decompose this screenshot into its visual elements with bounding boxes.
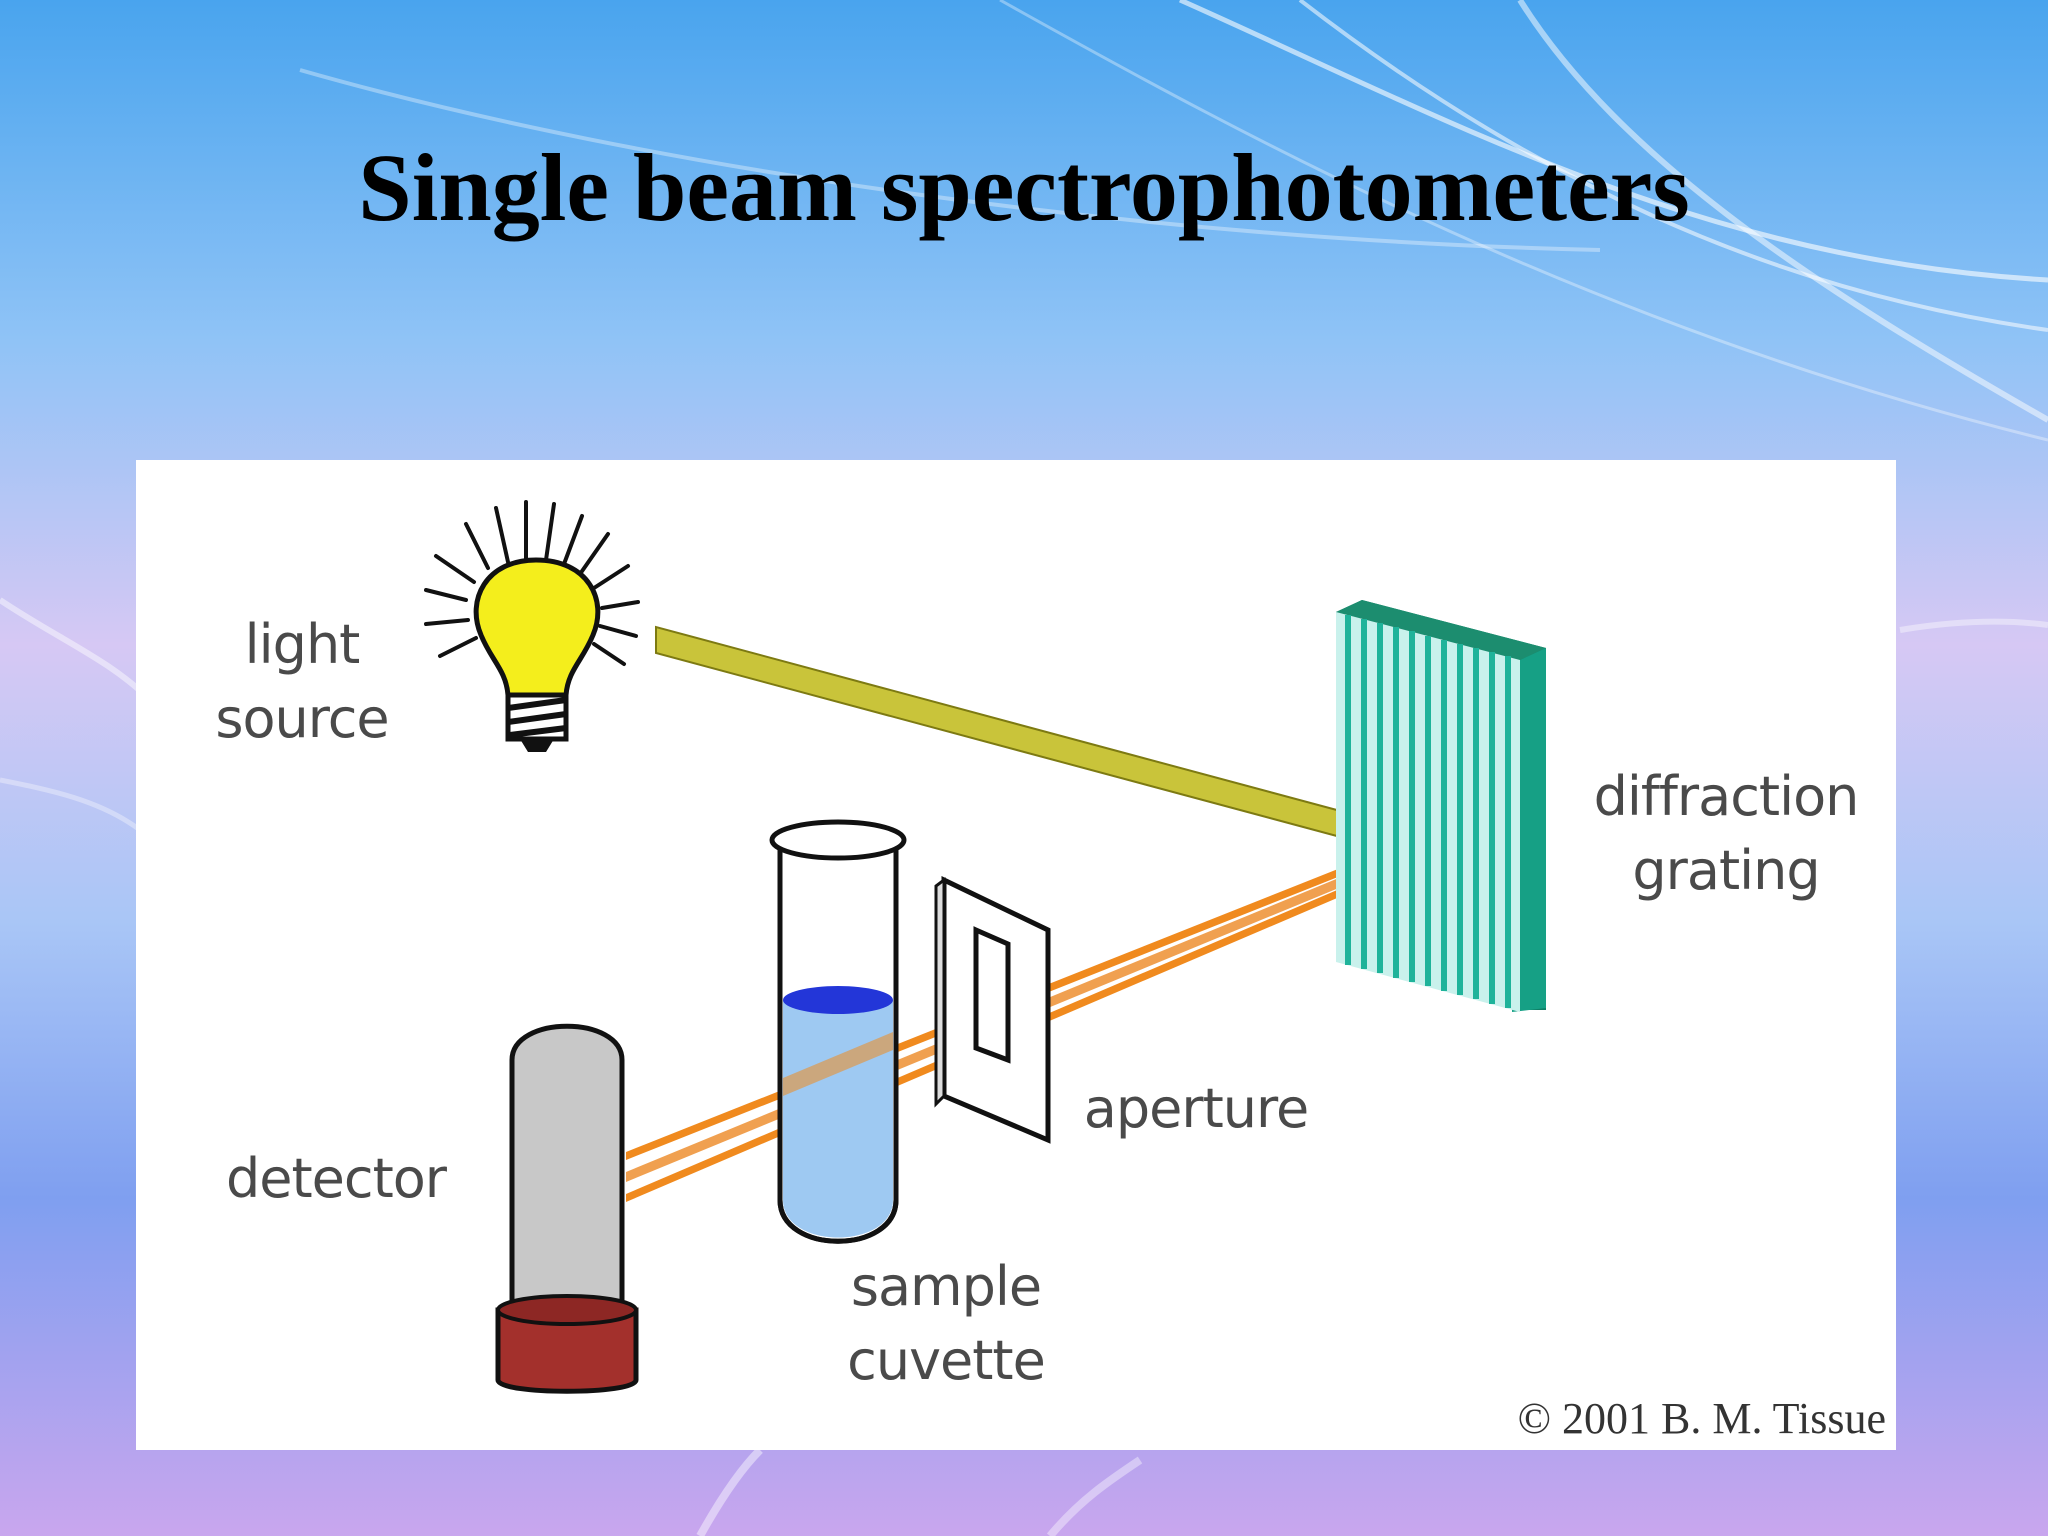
diffraction-grating-icon [1336, 600, 1546, 1012]
slide-title: Single beam spectrophotometers [358, 134, 1690, 241]
incident-beam [655, 625, 1427, 862]
light-source-label: light source [215, 613, 389, 750]
test-tube-icon [769, 819, 907, 1244]
diagram-panel: light source diffraction grating apertur… [136, 460, 1896, 1450]
aperture-label: aperture [1083, 1077, 1309, 1140]
copyright-notice: © 2001 B. M. Tissue [1517, 1394, 1886, 1443]
detector-label: detector [226, 1147, 447, 1210]
detector-icon [495, 1023, 639, 1394]
spectrophotometer-diagram [424, 500, 1546, 1394]
aperture-slit-icon [934, 876, 1051, 1144]
sample-cuvette-label: sample cuvette [847, 1255, 1046, 1392]
light-bulb-icon [424, 500, 640, 752]
diffraction-grating-label: diffraction grating [1593, 765, 1860, 902]
